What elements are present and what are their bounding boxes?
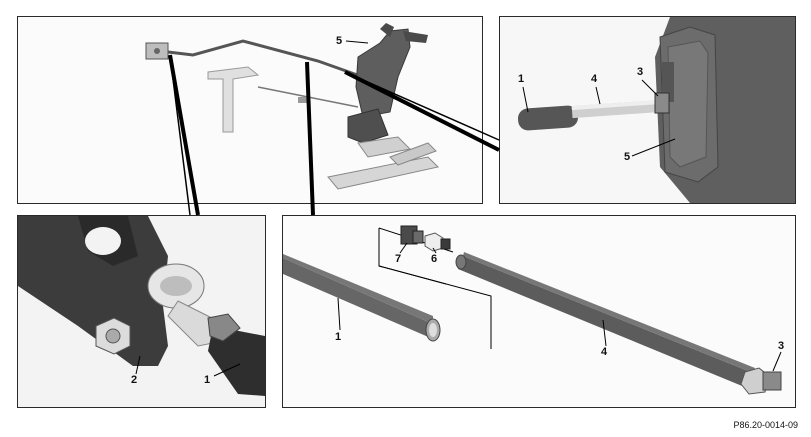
- parts-detail-panel: 7 6 1 4 3: [282, 215, 796, 408]
- callout-label: 3: [637, 66, 644, 78]
- tube-1: [283, 254, 441, 342]
- callout-label: 4: [591, 73, 598, 85]
- callout-leaders: [135, 355, 241, 377]
- callout-label: 6: [431, 253, 438, 265]
- callout-label: 5: [624, 151, 631, 163]
- tube-4: [455, 252, 755, 388]
- figure-id: P86.20-0014-09: [733, 420, 798, 430]
- callout-leaders: [522, 79, 676, 157]
- lever-illustration: [18, 216, 265, 396]
- callout-label: 2: [131, 374, 138, 386]
- lever-detail-panel: 2 1: [17, 215, 266, 408]
- overview-panel: 5: [17, 16, 483, 204]
- callout-label: 7: [395, 253, 402, 265]
- callout-label: 5: [336, 35, 343, 47]
- callout-leaders: [337, 242, 782, 372]
- callout-leader: [345, 40, 369, 44]
- callout-label: 4: [601, 346, 608, 358]
- callout-label: 1: [518, 73, 525, 85]
- parts-illustration: [283, 225, 782, 395]
- seat-detail-panel: 1 4 3 5: [499, 16, 796, 204]
- callout-label: 1: [204, 374, 211, 386]
- seat-back-illustration: [517, 17, 795, 203]
- callout-label: 1: [335, 331, 342, 343]
- callout-label: 3: [778, 340, 785, 352]
